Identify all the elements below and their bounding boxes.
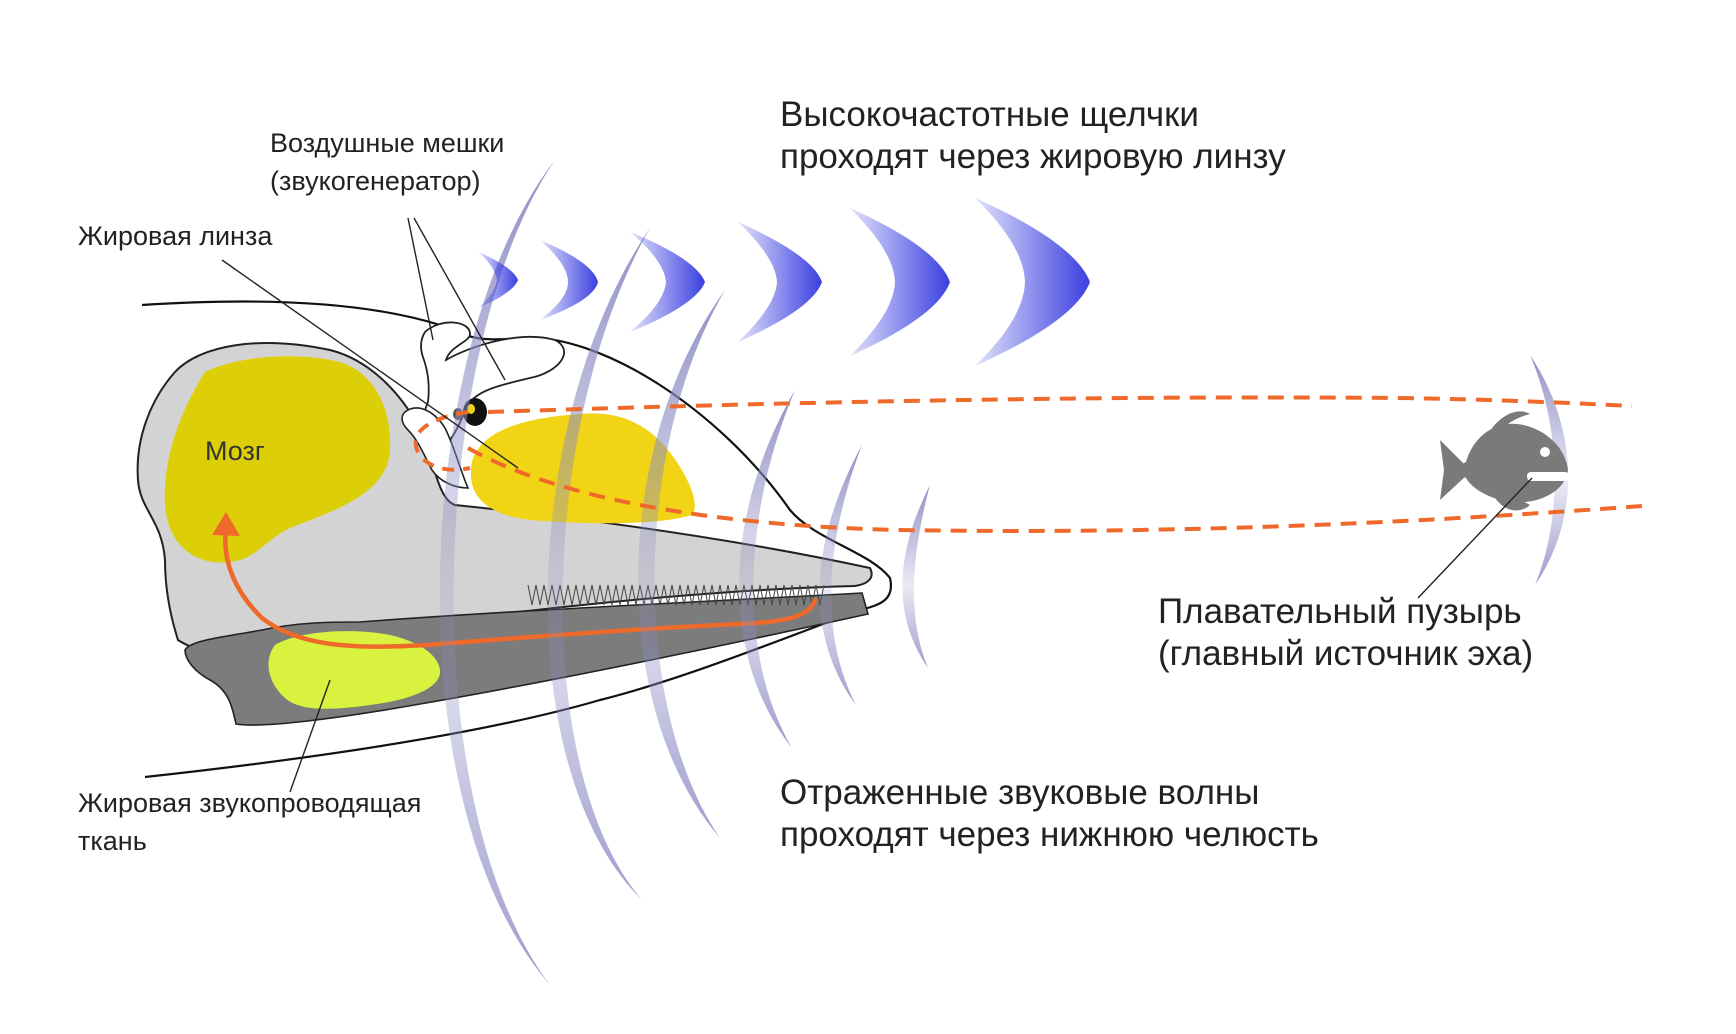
- swim-bladder: [1527, 472, 1569, 481]
- fish-fin-bottom: [1495, 494, 1530, 511]
- click-waves: [478, 198, 1090, 366]
- leader-jaw-fat: [289, 679, 331, 793]
- dolphin-head: [136, 300, 893, 779]
- leader-air-sacs-a: [407, 217, 434, 341]
- click-wave-5: [850, 208, 950, 356]
- beam-lower-line: [467, 446, 1643, 533]
- fish-eye: [1540, 447, 1550, 457]
- beam-upper-line: [487, 395, 1633, 414]
- label-clicks-line1: Высокочастотные щелчки: [780, 95, 1199, 134]
- label-jaw-fat-line1: Жировая звукопроводящая: [78, 788, 421, 818]
- echo-path-arrowhead: [212, 512, 240, 536]
- melon-shape: [470, 413, 695, 524]
- echo-wave-6: [902, 485, 930, 668]
- label-swim-bladder-line1: Плавательный пузырь: [1158, 592, 1522, 631]
- teeth: [527, 584, 825, 606]
- echo-wave-2: [547, 228, 650, 900]
- label-reflected-line2: проходят через нижнюю челюсть: [780, 815, 1319, 854]
- echo-wave-1: [439, 160, 555, 985]
- label-air-sacs-line1: Воздушные мешки: [270, 128, 504, 158]
- labels: Воздушные мешки (звукогенератор) Жировая…: [78, 95, 1533, 856]
- leader-lines: [221, 217, 1533, 793]
- brain-shape: [164, 356, 391, 563]
- fish-body: [1450, 423, 1568, 503]
- leader-air-sacs-b: [413, 217, 506, 381]
- label-brain: Мозг: [205, 436, 265, 466]
- label-jaw-fat-line2: ткань: [78, 826, 147, 856]
- sonar-beam: [413, 395, 1643, 533]
- label-melon: Жировая линза: [78, 221, 273, 251]
- jaw-fat-shape: [268, 631, 441, 709]
- click-wave-6: [975, 198, 1090, 366]
- label-reflected-line1: Отраженные звуковые волны: [780, 773, 1259, 812]
- fish-fin-top: [1492, 411, 1530, 432]
- leader-melon: [221, 259, 519, 469]
- click-wave-3: [630, 232, 705, 332]
- label-air-sacs-line2: (звукогенератор): [270, 166, 480, 196]
- leader-swim-bladder: [1417, 477, 1533, 599]
- echo-wave-3: [638, 290, 725, 838]
- label-clicks-line2: проходят через жировую линзу: [780, 137, 1286, 176]
- echo-wave-5: [819, 445, 862, 705]
- phonic-lips-highlight: [467, 404, 475, 414]
- beam-back-curve: [413, 410, 471, 472]
- label-swim-bladder-line2: (главный источник эха): [1158, 634, 1533, 673]
- echo-wave-at-fish: [1530, 355, 1569, 585]
- fish-icon: [1440, 411, 1569, 511]
- click-wave-2: [540, 240, 598, 320]
- echo-wave-4: [739, 390, 795, 748]
- fish-tail: [1440, 440, 1466, 500]
- echo-waves: [439, 160, 1569, 985]
- click-wave-1: [478, 252, 518, 308]
- click-wave-4: [738, 222, 822, 342]
